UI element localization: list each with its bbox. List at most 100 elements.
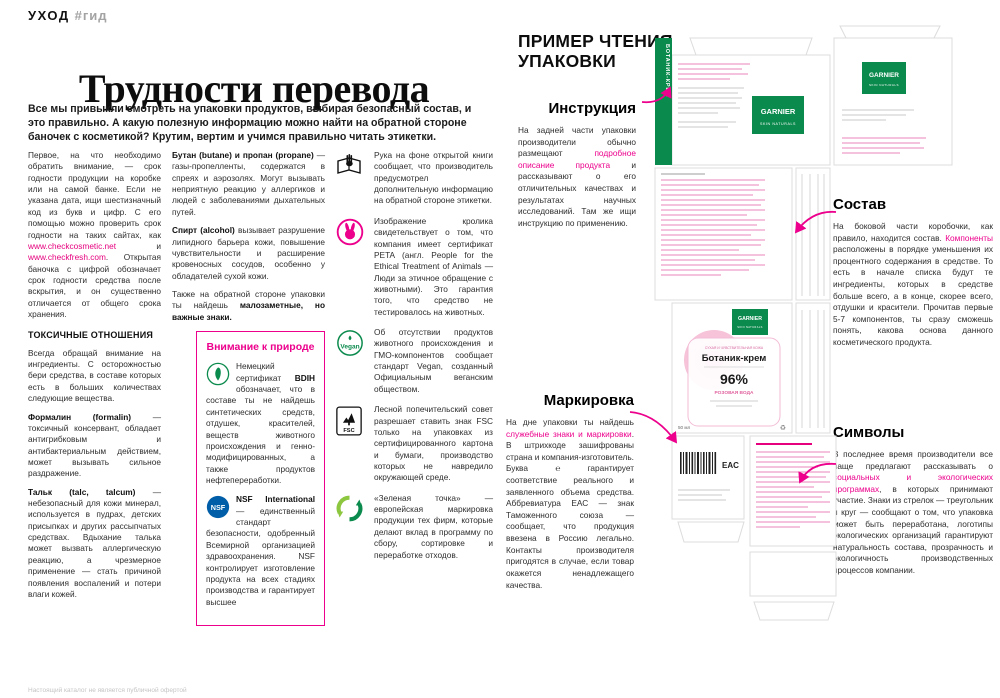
annotation-highlight: Компоненты <box>945 232 993 243</box>
garnier-logo: GARNIER SKIN NATURALS <box>752 96 804 134</box>
paragraph-text: обозначает, что в составе ты не найдешь … <box>206 384 315 485</box>
annotation-highlight: социальных и экологических программах <box>833 472 993 494</box>
footer-note: Настоящий каталог не является публичной … <box>28 687 187 694</box>
nsf-icon: NSF <box>206 496 230 519</box>
sign-icon-cell <box>336 216 366 318</box>
nsf-label: NSF <box>211 503 226 512</box>
body-paragraph: Тальк (talc, talcum) — небезопасный для … <box>28 487 161 601</box>
sign-text: Рука на фоне открытой книги сообщает, чт… <box>374 150 493 206</box>
sign-icon-cell <box>336 493 366 561</box>
rose-water-label: РОЗОВАЯ ВОДА <box>715 390 754 396</box>
nsf-paragraph: NSF NSF International — единственный ста… <box>206 494 315 608</box>
term-formalin: Формалин (formalin) <box>28 411 132 422</box>
toxic-heading: ТОКСИЧНЫЕ ОТНОШЕНИЯ <box>28 330 154 341</box>
annotation-text-part: На дне упаковки ты найдешь <box>506 417 634 427</box>
bdih-seal-icon <box>206 363 230 386</box>
annotation-text-part: В последнее время производители все чаще… <box>833 449 993 471</box>
body-paragraph: Спирт (alcohol) вызывает разрушение липи… <box>172 225 325 282</box>
vegan-icon: Vegan <box>337 330 363 356</box>
annotation-heading: Состав <box>833 196 887 213</box>
annotation-text: На дне упаковки ты найдешь служебные зна… <box>506 417 634 591</box>
article-intro: Все мы привыкли смотреть на упаковки про… <box>28 102 472 143</box>
annotation-heading: Символы <box>833 424 905 441</box>
brand-label: GARNIER <box>738 316 762 322</box>
spine-label: БОТАНИК-КРЕМ <box>664 44 670 97</box>
paragraph-text: и <box>116 240 161 251</box>
fine-print-lines <box>661 63 926 528</box>
product-name: Ботаник-крем <box>702 353 767 364</box>
annotation-instruction: Инструкция На задней части упаковки прои… <box>518 98 636 229</box>
checkcosmetic-link[interactable]: www.checkcosmetic.net <box>28 240 117 251</box>
annotation-composition: Состав На боковой части коробочки, как п… <box>833 194 993 349</box>
recycle-icon: ♻ <box>780 424 786 432</box>
sign-row: Рука на фоне открытой книги сообщает, чт… <box>336 150 493 207</box>
annotation-text: На задней части упаковки производители о… <box>518 125 636 229</box>
kicker-rubric: УХОД <box>28 8 70 23</box>
brand-sub-label: SKIN NATURALS <box>737 325 763 329</box>
brand-label: GARNIER <box>869 72 899 79</box>
annotation-symbols: Символы В последнее время производители … <box>833 422 993 577</box>
sign-text: Лесной попечительский совет разрешает ст… <box>374 404 493 483</box>
eac-mark: EAC <box>722 461 739 470</box>
front-panel-art: GARNIER SKIN NATURALS СУХАЯ И ЧУВСТВИТЕЛ… <box>678 309 786 432</box>
annotation-text-part: и рассказывают о его отличительных качес… <box>518 159 636 228</box>
green-dot-icon <box>336 495 363 522</box>
paragraph-text: малозаметные, но важные знаки. <box>172 300 326 322</box>
sign-row: «Зеленая точка» — европейская маркировка… <box>336 493 493 561</box>
annotation-text-part: . В штрихкоде зашифрованы страна и компа… <box>506 428 634 590</box>
sign-text: «Зеленая точка» — европейская маркировка… <box>374 492 493 560</box>
volume-label: 50 мл <box>678 425 691 430</box>
annotation-text-part: , в которых принимают участие. Знаки из … <box>833 483 993 576</box>
body-paragraph: Также на обратной стороне упаковки ты на… <box>172 289 325 323</box>
hand-book-icon <box>337 154 361 174</box>
skin-type-label: СУХАЯ И ЧУВСТВИТЕЛЬНАЯ КОЖА <box>705 346 764 350</box>
package-spine: БОТАНИК-КРЕМ <box>655 38 672 165</box>
paragraph-text: . Открытая баночка с цифрой обозначает с… <box>28 252 161 320</box>
bdih-label: BDIH <box>294 372 315 383</box>
body-paragraph: Формалин (formalin) — токсичный консерва… <box>28 412 161 480</box>
column-3: Рука на фоне открытой книги сообщает, чт… <box>336 150 493 626</box>
body-paragraph: Первое, на что необходимо обратить внима… <box>28 150 161 320</box>
brand-sub-label: SKIN NATURALS <box>760 122 796 126</box>
column-1: Первое, на что необходимо обратить внима… <box>28 150 161 626</box>
cruelty-free-bunny-icon <box>336 218 364 246</box>
barcode: EAC <box>680 452 739 474</box>
paragraph-text: Первое, на что необходимо обратить внима… <box>28 150 161 240</box>
sign-row: Изображение кролика свидетельствует о то… <box>336 216 493 318</box>
checkfresh-link[interactable]: www.checkfresh.com <box>28 252 106 263</box>
garnier-logo: GARNIER SKIN NATURALS <box>732 309 768 335</box>
example-title: ПРИМЕР ЧТЕНИЯ УПАКОВКИ <box>518 31 673 71</box>
paragraph-text: Также на обратной стороне упаковки ты на… <box>172 288 325 311</box>
term-talc: Тальк (talc, talcum) <box>28 486 136 497</box>
vegan-label: Vegan <box>340 344 359 351</box>
annotation-heading: Маркировка <box>543 392 634 409</box>
body-paragraph: Всегда обращай внимание на ингредиенты. … <box>28 347 161 404</box>
percent-label: 96% <box>720 371 749 387</box>
nature-box-title: Внимание к природе <box>206 341 315 354</box>
paragraph-text: вызывает разрушение липидного барьера ко… <box>172 225 326 281</box>
body-paragraph: Бутан (butane) и пропан (propane) — газы… <box>172 150 325 218</box>
annotation-text-part: расположены в порядке уменьшения их проц… <box>833 244 993 348</box>
kicker-tag: #гид <box>74 8 108 23</box>
annotation-heading: Инструкция <box>548 100 636 117</box>
sign-icon-cell: FSC <box>336 404 366 484</box>
sign-icon-cell <box>336 150 366 207</box>
nature-box: Внимание к природе Немецкий сертификат B… <box>196 331 325 626</box>
annotation-marking: Маркировка На дне упаковки ты найдешь сл… <box>506 390 634 591</box>
sign-icon-cell: Vegan <box>336 327 366 395</box>
bdih-paragraph: Немецкий сертификат BDIH обозначает, что… <box>206 361 315 486</box>
annotation-highlight: подробное описание продукта <box>518 148 636 170</box>
term-butane: Бутан (butane) и пропан (propane) <box>172 150 314 160</box>
paragraph-text: — токсичный консервант, обладает антигри… <box>28 411 161 479</box>
fsc-icon: FSC <box>336 406 362 436</box>
sign-row: Vegan Об отсутствии продуктов животного … <box>336 327 493 395</box>
paragraph-text: Немецкий сертификат <box>236 361 295 383</box>
annotation-text: На боковой части коробочки, как правило,… <box>833 221 993 349</box>
annotation-text-part: На боковой части коробочки, как правило,… <box>833 221 993 243</box>
kicker: УХОД #гид <box>28 8 108 23</box>
package-diagram: БОТАНИК-КРЕМ GARNIER SKIN NATURALS GARNI… <box>654 25 953 621</box>
annotation-text: В последнее время производители все чаще… <box>833 449 993 577</box>
paragraph-text: — единственный стандарт безопасности, од… <box>206 505 315 607</box>
fsc-label: FSC <box>343 428 354 434</box>
